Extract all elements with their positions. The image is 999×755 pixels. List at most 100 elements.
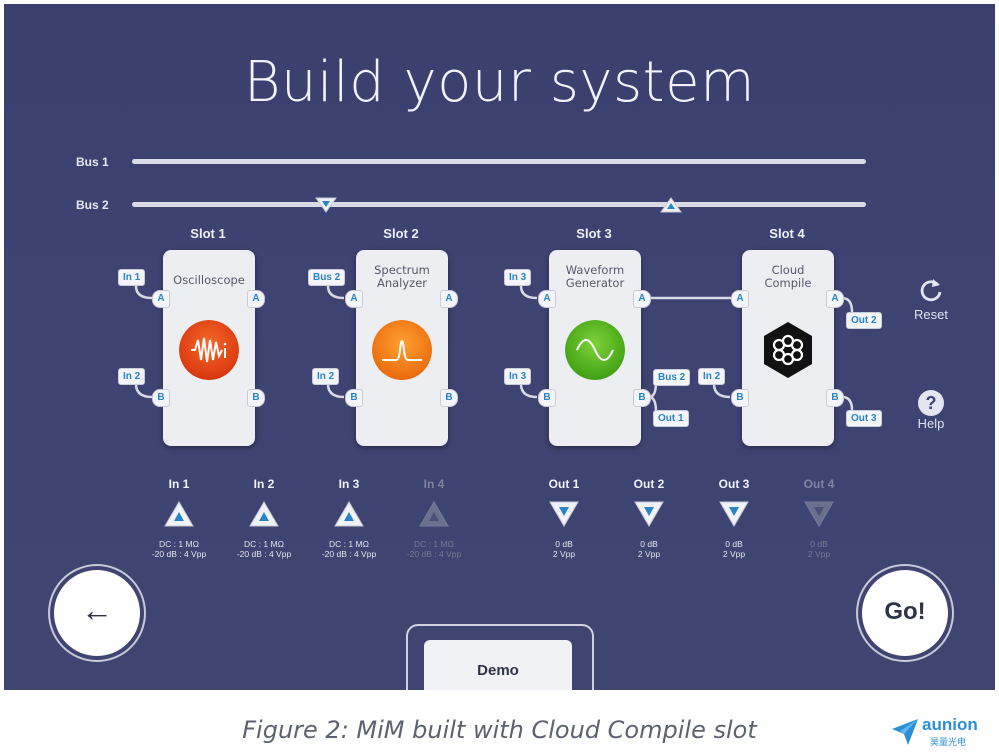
spectrum-analyzer-icon [372,320,432,380]
slot-3-card[interactable]: Waveform Generator [549,250,641,446]
oscilloscope-icon [179,320,239,380]
output-1-label: Out 1 [548,477,580,491]
slot-3-tag-out-b[interactable]: Out 1 [653,410,689,427]
waveform-generator-icon [565,320,625,380]
slot-1-tag-b[interactable]: In 2 [118,368,146,385]
slot-4-card[interactable]: Cloud Compile [742,250,834,446]
slot-2-name-line1: Spectrum [374,263,430,277]
slot-2-label: Slot 2 [383,226,419,241]
output-2-triangle-down-icon[interactable] [633,500,665,528]
output-3-spec1: 0 dB [725,539,743,549]
slot-2-name-line2: Analyzer [376,276,428,290]
output-4-label: Out 4 [803,477,835,491]
bus-2-line[interactable] [132,202,866,207]
input-1-spec: DC : 1 MΩ-20 dB : 4 Vpp [134,539,224,559]
slot-3-port-a-right[interactable]: A [633,290,651,308]
slot-2-port-b-right[interactable]: B [440,389,458,407]
slot-4-port-a-right[interactable]: A [826,290,844,308]
go-label: Go! [884,598,926,625]
input-1-spec1: DC : 1 MΩ [159,539,199,549]
input-2-label: In 2 [253,477,275,491]
slot-1-card[interactable]: Oscilloscope [163,250,255,446]
input-4-label: In 4 [423,477,445,491]
input-4-spec1: DC : 1 MΩ [414,539,454,549]
slot-4-label: Slot 4 [769,226,805,241]
page-title: Build your system [243,50,756,115]
bus-1-line[interactable] [132,159,866,164]
reset-icon [920,279,942,302]
slot-3-port-b-right[interactable]: B [633,389,651,407]
input-3-triangle-up-icon[interactable] [333,500,365,528]
input-1-triangle-up-icon[interactable] [163,500,195,528]
slot-4-name-line1: Cloud [771,263,805,277]
slot-3-port-b-left[interactable]: B [538,389,556,407]
input-4-triangle-up-icon [419,501,449,527]
slot-4-tag-out-b[interactable]: Out 3 [846,410,882,427]
reset-button[interactable]: Reset [901,276,961,322]
slot-4-port-b-left[interactable]: B [731,389,749,407]
main-screen: Build your system Bus 1 Bus 2 [4,4,995,690]
slot-4-name-line2: Compile [764,276,812,290]
input-1-label: In 1 [168,477,190,491]
output-1-triangle-down-icon[interactable] [548,500,580,528]
bus-2-down-marker-icon[interactable] [313,196,339,214]
output-4-spec2: 2 Vpp [807,549,831,559]
slot-2-port-b-left[interactable]: B [345,389,363,407]
slot-2-card[interactable]: Spectrum Analyzer [356,250,448,446]
slot-4-tag-out-a[interactable]: Out 2 [846,312,882,329]
output-3-label: Out 3 [718,477,750,491]
output-1-spec2: 2 Vpp [552,549,576,559]
back-button[interactable]: ← [54,570,140,656]
go-button[interactable]: Go! [862,570,948,656]
input-1-spec2: -20 dB : 4 Vpp [151,549,207,559]
slot-1-port-a-right[interactable]: A [247,290,265,308]
cloud-compile-icon [764,322,812,378]
input-4-spec2: -20 dB : 4 Vpp [406,549,462,559]
slot-4-port-a-left[interactable]: A [731,290,749,308]
slot-1-port-b-left[interactable]: B [152,389,170,407]
slot-2-instrument-name: Spectrum Analyzer [356,264,448,290]
demo-button-frame [406,624,594,690]
slot-4-tag-b[interactable]: In 2 [698,368,726,385]
output-2-label: Out 2 [633,477,665,491]
wiring-overlay [134,285,854,413]
logo-sub: 昊量光电 [930,737,967,747]
slot-1-port-a-left[interactable]: A [152,290,170,308]
figure-caption: Figure 2: MiM built with Cloud Compile s… [242,716,757,744]
slot-1-tag-a[interactable]: In 1 [118,269,146,286]
input-2-spec2: -20 dB : 4 Vpp [236,549,292,559]
demo-button[interactable]: Demo [424,640,572,690]
slot-4-port-b-right[interactable]: B [826,389,844,407]
output-3-spec2: 2 Vpp [722,549,746,559]
slot-3-tag-a[interactable]: In 3 [504,269,532,286]
output-4-triangle-down-icon [804,501,834,527]
slot-2-port-a-left[interactable]: A [345,290,363,308]
slot-3-port-a-left[interactable]: A [538,290,556,308]
bus-2-up-marker-icon[interactable] [658,196,684,214]
input-2-spec: DC : 1 MΩ-20 dB : 4 Vpp [219,539,309,559]
slot-2-tag-b[interactable]: In 2 [312,368,340,385]
input-2-triangle-up-icon[interactable] [248,500,280,528]
bus-2-label: Bus 2 [76,198,109,212]
slot-3-name-line1: Waveform [565,263,625,277]
reset-label: Reset [914,307,948,322]
arrow-left-icon: ← [81,592,113,628]
slot-3-tag-out-a[interactable]: Bus 2 [653,369,691,386]
output-4-spec1: 0 dB [810,539,828,549]
input-2-spec1: DC : 1 MΩ [244,539,284,549]
slot-2-port-a-right[interactable]: A [440,290,458,308]
input-3-label: In 3 [338,477,360,491]
slot-3-tag-b[interactable]: In 3 [504,368,532,385]
slot-3-name-line2: Generator [565,276,625,290]
output-1-spec1: 0 dB [555,539,573,549]
help-button[interactable]: ? Help [901,390,961,431]
slot-1-port-b-right[interactable]: B [247,389,265,407]
slot-2-tag-a[interactable]: Bus 2 [308,269,346,286]
help-label: Help [917,416,945,431]
input-3-spec2: -20 dB : 4 Vpp [321,549,377,559]
output-3-triangle-down-icon[interactable] [718,500,750,528]
